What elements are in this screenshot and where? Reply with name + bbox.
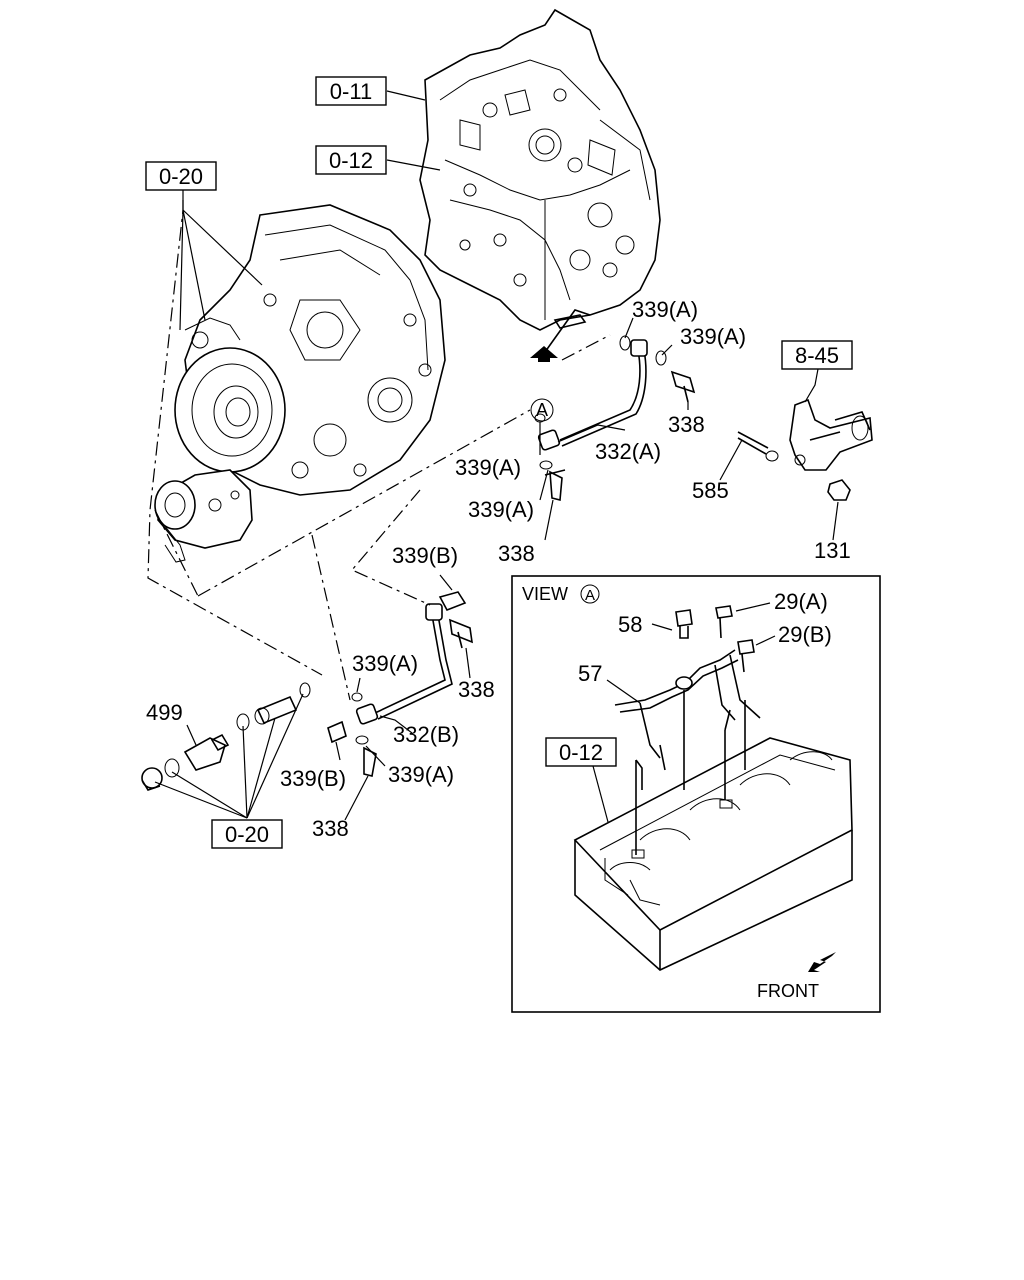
label-338-1: 338	[668, 412, 705, 437]
view-a-circle-letter: A	[585, 587, 595, 604]
view-a-inset: VIEW A	[511, 575, 881, 1013]
leader-0-12-view	[592, 765, 609, 823]
oil-jet-assembly	[614, 605, 761, 855]
label-339a-1: 339(A)	[632, 297, 698, 322]
view-a-marker-text: A	[536, 400, 548, 420]
ref-0-12-view-text: 0-12	[559, 740, 603, 765]
label-499: 499	[146, 700, 183, 725]
label-29a: 29(A)	[774, 589, 828, 614]
ref-box-0-20-bottom[interactable]: 0-20	[211, 819, 283, 849]
view-a-marker: A	[530, 398, 554, 422]
switch-499-fittings	[141, 682, 311, 791]
timing-case-illustration	[174, 204, 446, 496]
ref-box-8-45[interactable]: 8-45	[781, 340, 853, 370]
direction-arrow	[530, 346, 558, 362]
leader-lines	[154, 90, 839, 821]
label-339a-5: 339(A)	[352, 651, 418, 676]
ref-0-20-bottom-text: 0-20	[225, 822, 269, 847]
view-a-frame	[511, 575, 881, 1013]
label-332b: 332(B)	[393, 722, 459, 747]
label-58: 58	[618, 612, 642, 637]
vacuum-pump-illustration	[154, 469, 253, 563]
label-57: 57	[578, 661, 602, 686]
view-a-circle	[580, 584, 600, 604]
view-a-title: VIEW	[522, 584, 568, 604]
label-339a-3: 339(A)	[455, 455, 521, 480]
ref-box-0-12-top[interactable]: 0-12	[315, 145, 387, 175]
ref-0-20-text: 0-20	[159, 164, 203, 189]
label-131: 131	[814, 538, 851, 563]
ref-box-0-12-view[interactable]: 0-12	[545, 737, 617, 767]
label-29b: 29(B)	[778, 622, 832, 647]
label-338-2: 338	[498, 541, 535, 566]
label-338-4: 338	[312, 816, 349, 841]
ref-0-12-text: 0-12	[329, 148, 373, 173]
label-339b-1: 339(B)	[392, 543, 458, 568]
cylinder-block-bottom	[573, 737, 853, 971]
label-339a-4: 339(A)	[468, 497, 534, 522]
front-label: FRONT	[757, 981, 819, 1001]
label-339a-6: 339(A)	[388, 762, 454, 787]
leader-29a	[735, 602, 771, 612]
leader-58	[651, 623, 673, 631]
label-339a-2: 339(A)	[680, 324, 746, 349]
ref-box-0-20-top[interactable]: 0-20	[145, 161, 217, 191]
oil-pipe-332b	[327, 591, 473, 777]
engine-block-illustration	[419, 8, 661, 331]
washers-bolts-group-a	[534, 309, 696, 502]
label-339b-2: 339(B)	[280, 766, 346, 791]
front-arrow-icon	[808, 952, 836, 972]
label-585: 585	[692, 478, 729, 503]
leader-29b	[755, 635, 776, 646]
ref-0-11-text: 0-11	[330, 79, 372, 104]
label-332a: 332(A)	[595, 439, 661, 464]
bracket-8-45-illustration	[737, 398, 873, 501]
label-338-3: 338	[458, 677, 495, 702]
oil-pipe-332a	[537, 339, 648, 451]
ref-8-45-text: 8-45	[795, 343, 839, 368]
leader-57	[606, 679, 641, 704]
ref-box-0-11[interactable]: 0-11	[315, 76, 387, 106]
